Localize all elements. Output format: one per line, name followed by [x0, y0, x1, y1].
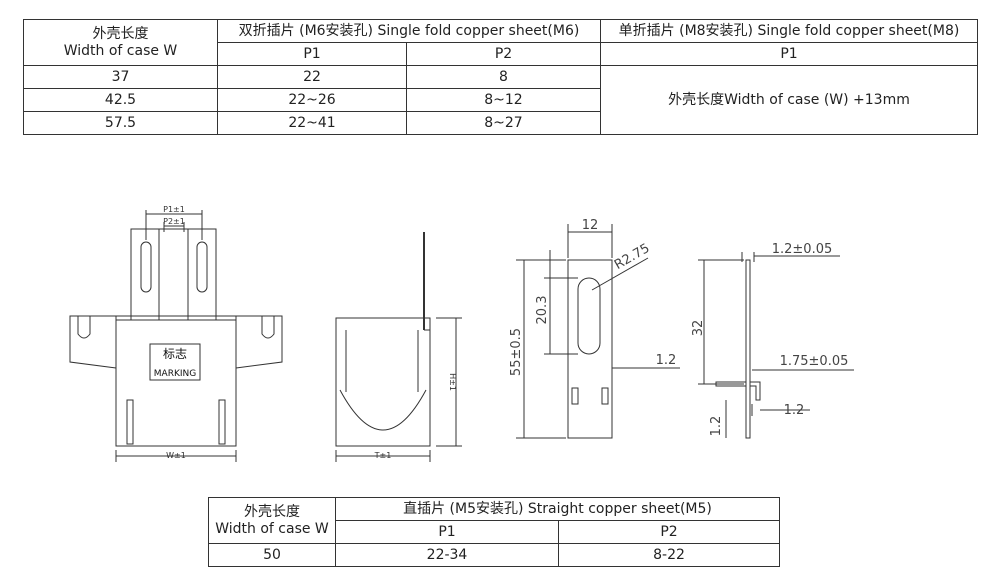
copper-sheet-dimension-table: 外壳长度 Width of case W 双折插片 (M6安装孔) Single… — [23, 19, 978, 135]
center-tab — [158, 228, 189, 321]
straight-p2-header: P2 — [558, 520, 780, 544]
row-m6-p2: 8~27 — [406, 111, 601, 135]
w-dim-label: W±1 — [166, 451, 186, 460]
left-wing — [69, 315, 117, 369]
row-case-width: 37 — [23, 65, 218, 89]
marking-en-label: MARKING — [154, 369, 196, 379]
row-case-width: 57.5 — [23, 111, 218, 135]
sheet-width-label: 12 — [582, 218, 599, 233]
straight-sheet-header: 直插片 (M5安装孔) Straight copper sheet(M5) — [335, 497, 780, 521]
marking-cn-label: 标志 — [163, 347, 187, 361]
right-wing — [235, 315, 283, 369]
case-width-header-cn: 外壳长度 — [244, 504, 300, 521]
sheet-edge-label: 1.2 — [656, 353, 677, 368]
table-row: 50 22-34 8-22 — [208, 543, 780, 567]
right-terminal-tab — [187, 228, 217, 321]
h-dim-label: H±1 — [448, 373, 457, 391]
row-p1: 22-34 — [335, 543, 559, 567]
m8-p1-value: 外壳长度Width of case (W) +13mm — [600, 65, 978, 135]
straight-sheet-table: 外壳长度 Width of case W 直插片 (M5安装孔) Straigh… — [208, 497, 780, 567]
left-slot — [140, 241, 152, 293]
profile-bottom-label: 1.2 — [709, 416, 724, 437]
sheet-slot — [577, 277, 601, 355]
case-width-header-en: Width of case W — [215, 520, 329, 537]
row-case-width: 50 — [208, 543, 336, 567]
case-width-header: 外壳长度 Width of case W — [208, 497, 336, 544]
profile-foot-label: 1.75±0.05 — [780, 354, 849, 369]
m6-sheet-header: 双折插片 (M6安装孔) Single fold copper sheet(M6… — [217, 19, 601, 43]
row-m6-p1: 22~41 — [217, 111, 407, 135]
left-terminal-tab — [130, 228, 160, 321]
table-row: 57.5 22~41 8~27 — [23, 111, 978, 135]
case-body — [115, 315, 237, 447]
sheet-radius-label: R2.75 — [612, 241, 652, 273]
marking-box — [149, 343, 201, 381]
p1-dim-label: P1±1 — [163, 205, 185, 214]
sheet-view — [516, 224, 680, 439]
right-slot — [196, 241, 208, 293]
left-wing-notch — [77, 316, 91, 339]
profile-view — [698, 252, 854, 439]
side-body — [335, 317, 431, 447]
table-row: 42.5 22~26 8~12 — [23, 88, 978, 112]
straight-p1-header: P1 — [335, 520, 559, 544]
side-curve — [339, 389, 427, 431]
profile-thickness-label: 1.2±0.05 — [772, 242, 833, 257]
row-p2: 8-22 — [558, 543, 780, 567]
row-m6-p1: 22~26 — [217, 88, 407, 112]
t-dim-label: T±1 — [374, 451, 392, 460]
case-width-header-en: Width of case W — [63, 42, 178, 59]
m8-sheet-header: 单折插片 (M8安装孔) Single fold copper sheet(M8… — [600, 19, 978, 43]
sheet-outline — [567, 259, 613, 439]
profile-gap-label: 1.2 — [784, 403, 805, 418]
profile-height-label: 32 — [691, 320, 706, 337]
p2-dim-label: P2±1 — [163, 217, 185, 226]
table-row: 37 22 8 外壳长度Width of case (W) +13mm — [23, 65, 978, 135]
front-view — [69, 210, 283, 462]
sheet-slot-label: 20.3 — [535, 296, 550, 325]
right-wing-notch — [261, 316, 275, 339]
profile-sheet — [745, 259, 751, 439]
case-width-header: 外壳长度 Width of case W — [23, 19, 218, 66]
side-view — [335, 232, 462, 462]
sheet-height-label: 55±0.5 — [509, 328, 524, 376]
case-width-header-cn: 外壳长度 — [92, 26, 149, 43]
